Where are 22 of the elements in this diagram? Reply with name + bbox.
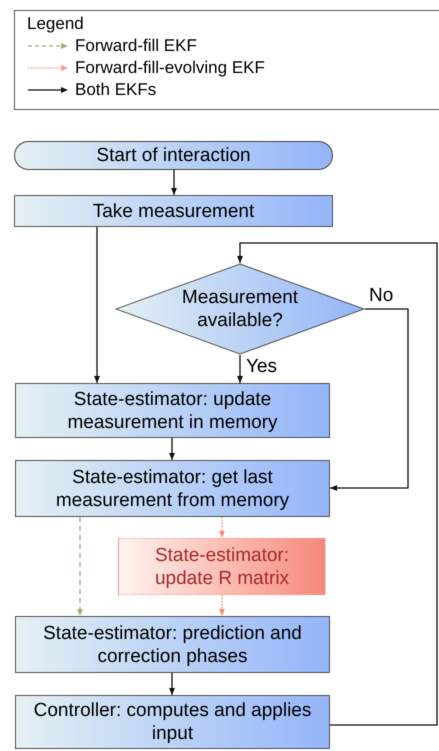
terminal-box: Start of interaction — [14, 141, 333, 170]
arrow — [330, 308, 409, 491]
process-box: State-estimator: update R matrix — [118, 538, 326, 595]
arrow — [171, 170, 177, 195]
arrow — [219, 595, 225, 616]
arrow — [237, 355, 243, 383]
decision-diamond: Measurement available? — [115, 263, 365, 355]
process-box: State-estimator: update measurement in memory — [15, 383, 330, 438]
process-box: Take measurement — [14, 195, 333, 227]
arrow — [219, 517, 225, 538]
arrow — [169, 438, 175, 460]
legend-text: Forward-fill-evolving EKF — [75, 57, 265, 79]
arrow — [237, 242, 438, 726]
process-box: State-estimator: prediction and correction phases — [15, 616, 330, 673]
arrow — [94, 227, 100, 383]
legend-title: Legend — [27, 13, 84, 35]
process-box: State-estimator: get last measurement from memory — [15, 460, 330, 517]
legend-text: Both EKFs — [75, 79, 156, 101]
process-box: Controller: computes and applies input — [15, 695, 330, 749]
arrow — [169, 673, 175, 695]
legend-text: Forward-fill EKF — [75, 35, 197, 57]
arrow — [77, 517, 83, 616]
